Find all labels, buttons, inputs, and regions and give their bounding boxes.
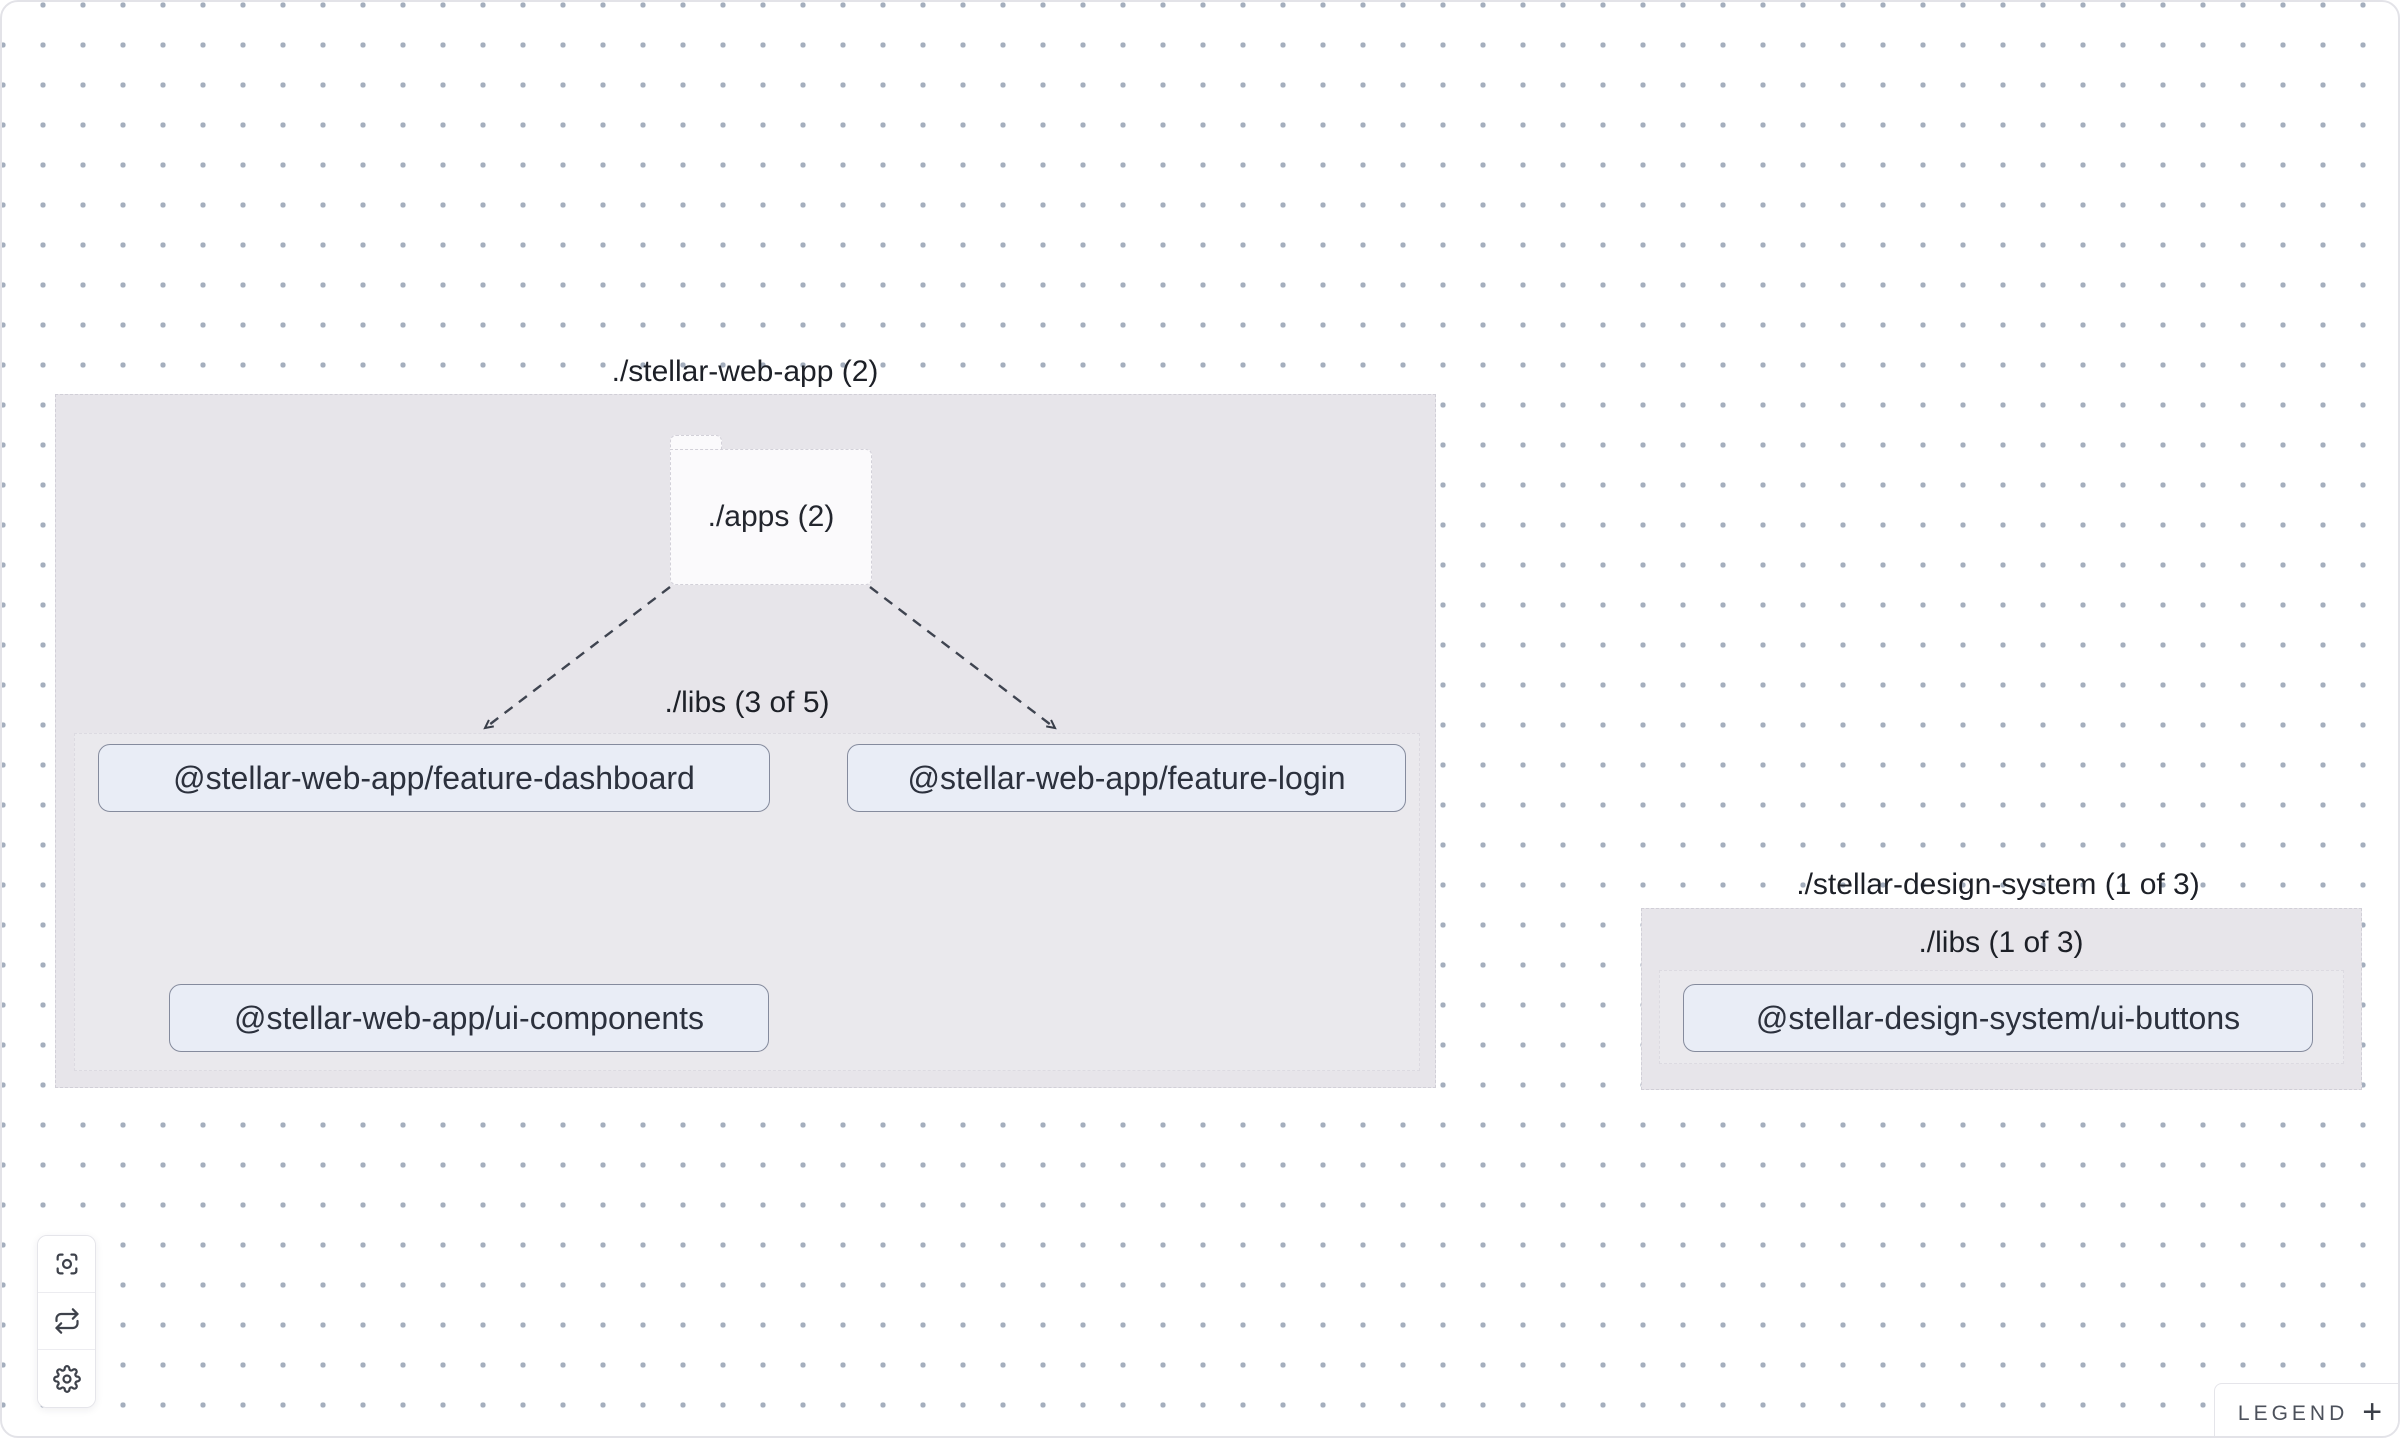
refresh-layout-button[interactable] [38,1293,95,1350]
focus-icon [56,1253,77,1275]
group-label-stellar-design-system: ./stellar-design-system (1 of 3) [1796,868,2200,901]
group-label-design-system-libs: ./libs (1 of 3) [1918,926,2084,959]
node-ui-buttons[interactable]: @stellar-design-system/ui-buttons [1683,984,2313,1052]
apps-folder-node[interactable]: ./apps (2) [670,449,872,585]
legend-label: LEGEND [2237,1401,2349,1425]
apps-folder-label: ./apps (2) [707,500,835,533]
group-label-web-app-libs: ./libs (3 of 5) [664,686,830,719]
gear-icon [52,1364,81,1393]
settings-button[interactable] [38,1350,95,1407]
group-label-stellar-web-app: ./stellar-web-app (2) [611,355,879,388]
legend-toggle[interactable]: LEGEND + [2214,1383,2398,1436]
graph-control-toolbar [37,1235,96,1408]
node-ui-components[interactable]: @stellar-web-app/ui-components [169,984,769,1052]
node-feature-dashboard[interactable]: @stellar-web-app/feature-dashboard [98,744,770,812]
refresh-icon [54,1308,79,1334]
plus-icon: + [2362,1393,2383,1431]
node-feature-login[interactable]: @stellar-web-app/feature-login [847,744,1406,812]
apps-folder-tab [670,435,722,451]
center-graph-button[interactable] [38,1236,95,1293]
